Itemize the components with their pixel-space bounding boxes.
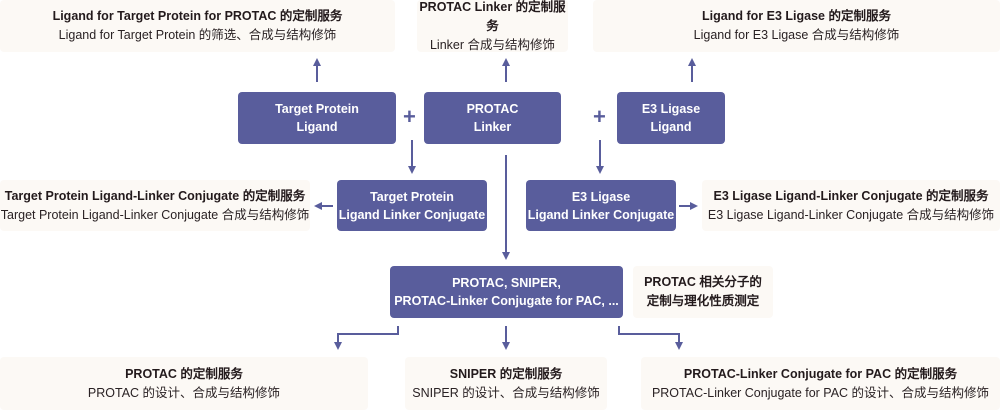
node-line2: Ligand Linker Conjugate [338,207,486,222]
service-e3-ligase-conjugate: E3 Ligase Ligand-Linker Conjugate 的定制服务 … [702,180,1000,231]
node-line1: PROTAC, SNIPER, [452,276,561,290]
node-line1: E3 Ligase [571,189,631,204]
node-target-protein-ligand[interactable]: Target Protein Ligand [238,92,396,144]
service-subtitle: PROTAC-Linker Conjugate for PAC 的设计、合成与结… [651,385,990,400]
node-e3-ligase-conjugate[interactable]: E3 Ligase Ligand Linker Conjugate [526,180,676,231]
service-subtitle: SNIPER 的设计、合成与结构修饰 [412,385,600,400]
node-line2: PROTAC-Linker Conjugate for PAC, ... [394,294,619,308]
service-subtitle: Ligand for Target Protein 的筛选、合成与结构修饰 [58,28,337,42]
service-title: SNIPER 的定制服务 [449,366,563,381]
service-title: Target Protein Ligand-Linker Conjugate 的… [4,188,306,203]
final-note: PROTAC 相关分子的 定制与理化性质测定 [633,266,773,318]
note-line2: 定制与理化性质测定 [646,294,760,308]
node-final-products[interactable]: PROTAC, SNIPER, PROTAC-Linker Conjugate … [390,266,623,318]
node-line1: E3 Ligase [641,102,701,116]
node-protac-linker[interactable]: PROTAC Linker [424,92,561,144]
note-line1: PROTAC 相关分子的 [644,275,762,289]
service-protac-linker: PROTAC Linker 的定制服务 Linker 合成与结构修饰 [417,0,568,52]
service-title: Ligand for E3 Ligase 的定制服务 [702,9,891,23]
node-line2: Ligand [650,120,692,134]
service-e3-ligase-ligand: Ligand for E3 Ligase 的定制服务 Ligand for E3… [593,0,1000,52]
service-sniper: SNIPER 的定制服务 SNIPER 的设计、合成与结构修饰 [405,357,607,410]
plus-sign: + [403,104,416,129]
service-target-protein-ligand: Ligand for Target Protein for PROTAC 的定制… [0,0,395,52]
node-target-protein-conjugate[interactable]: Target Protein Ligand Linker Conjugate [337,180,487,231]
service-title: PROTAC-Linker Conjugate for PAC 的定制服务 [683,366,958,381]
node-line1: Target Protein [370,189,454,204]
service-title: E3 Ligase Ligand-Linker Conjugate 的定制服务 [713,188,989,203]
arrow-elbow-left-icon [334,326,399,350]
service-title: Ligand for Target Protein for PROTAC 的定制… [52,9,343,23]
node-line1: Target Protein [275,102,359,116]
service-title: PROTAC Linker 的定制服务 [419,0,566,33]
node-e3-ligase-ligand[interactable]: E3 Ligase Ligand [617,92,725,144]
service-subtitle: Ligand for E3 Ligase 合成与结构修饰 [693,28,900,42]
arrow-elbow-right-icon [618,326,683,350]
node-line2: Linker [473,120,512,134]
node-line2: Ligand Linker Conjugate [527,207,675,222]
node-line2: Ligand [296,120,338,134]
service-subtitle: Linker 合成与结构修饰 [429,37,556,52]
service-target-protein-conjugate: Target Protein Ligand-Linker Conjugate 的… [0,180,310,231]
node-line1: PROTAC [466,102,519,116]
service-protac-linker-conjugate-pac: PROTAC-Linker Conjugate for PAC 的定制服务 PR… [641,357,1000,410]
plus-sign: + [593,104,606,129]
service-title: PROTAC 的定制服务 [125,366,243,381]
service-subtitle: PROTAC 的设计、合成与结构修饰 [87,385,281,400]
service-subtitle: E3 Ligase Ligand-Linker Conjugate 合成与结构修… [707,207,995,222]
service-protac: PROTAC 的定制服务 PROTAC 的设计、合成与结构修饰 [0,357,368,410]
service-subtitle: Target Protein Ligand-Linker Conjugate 合… [0,207,310,222]
